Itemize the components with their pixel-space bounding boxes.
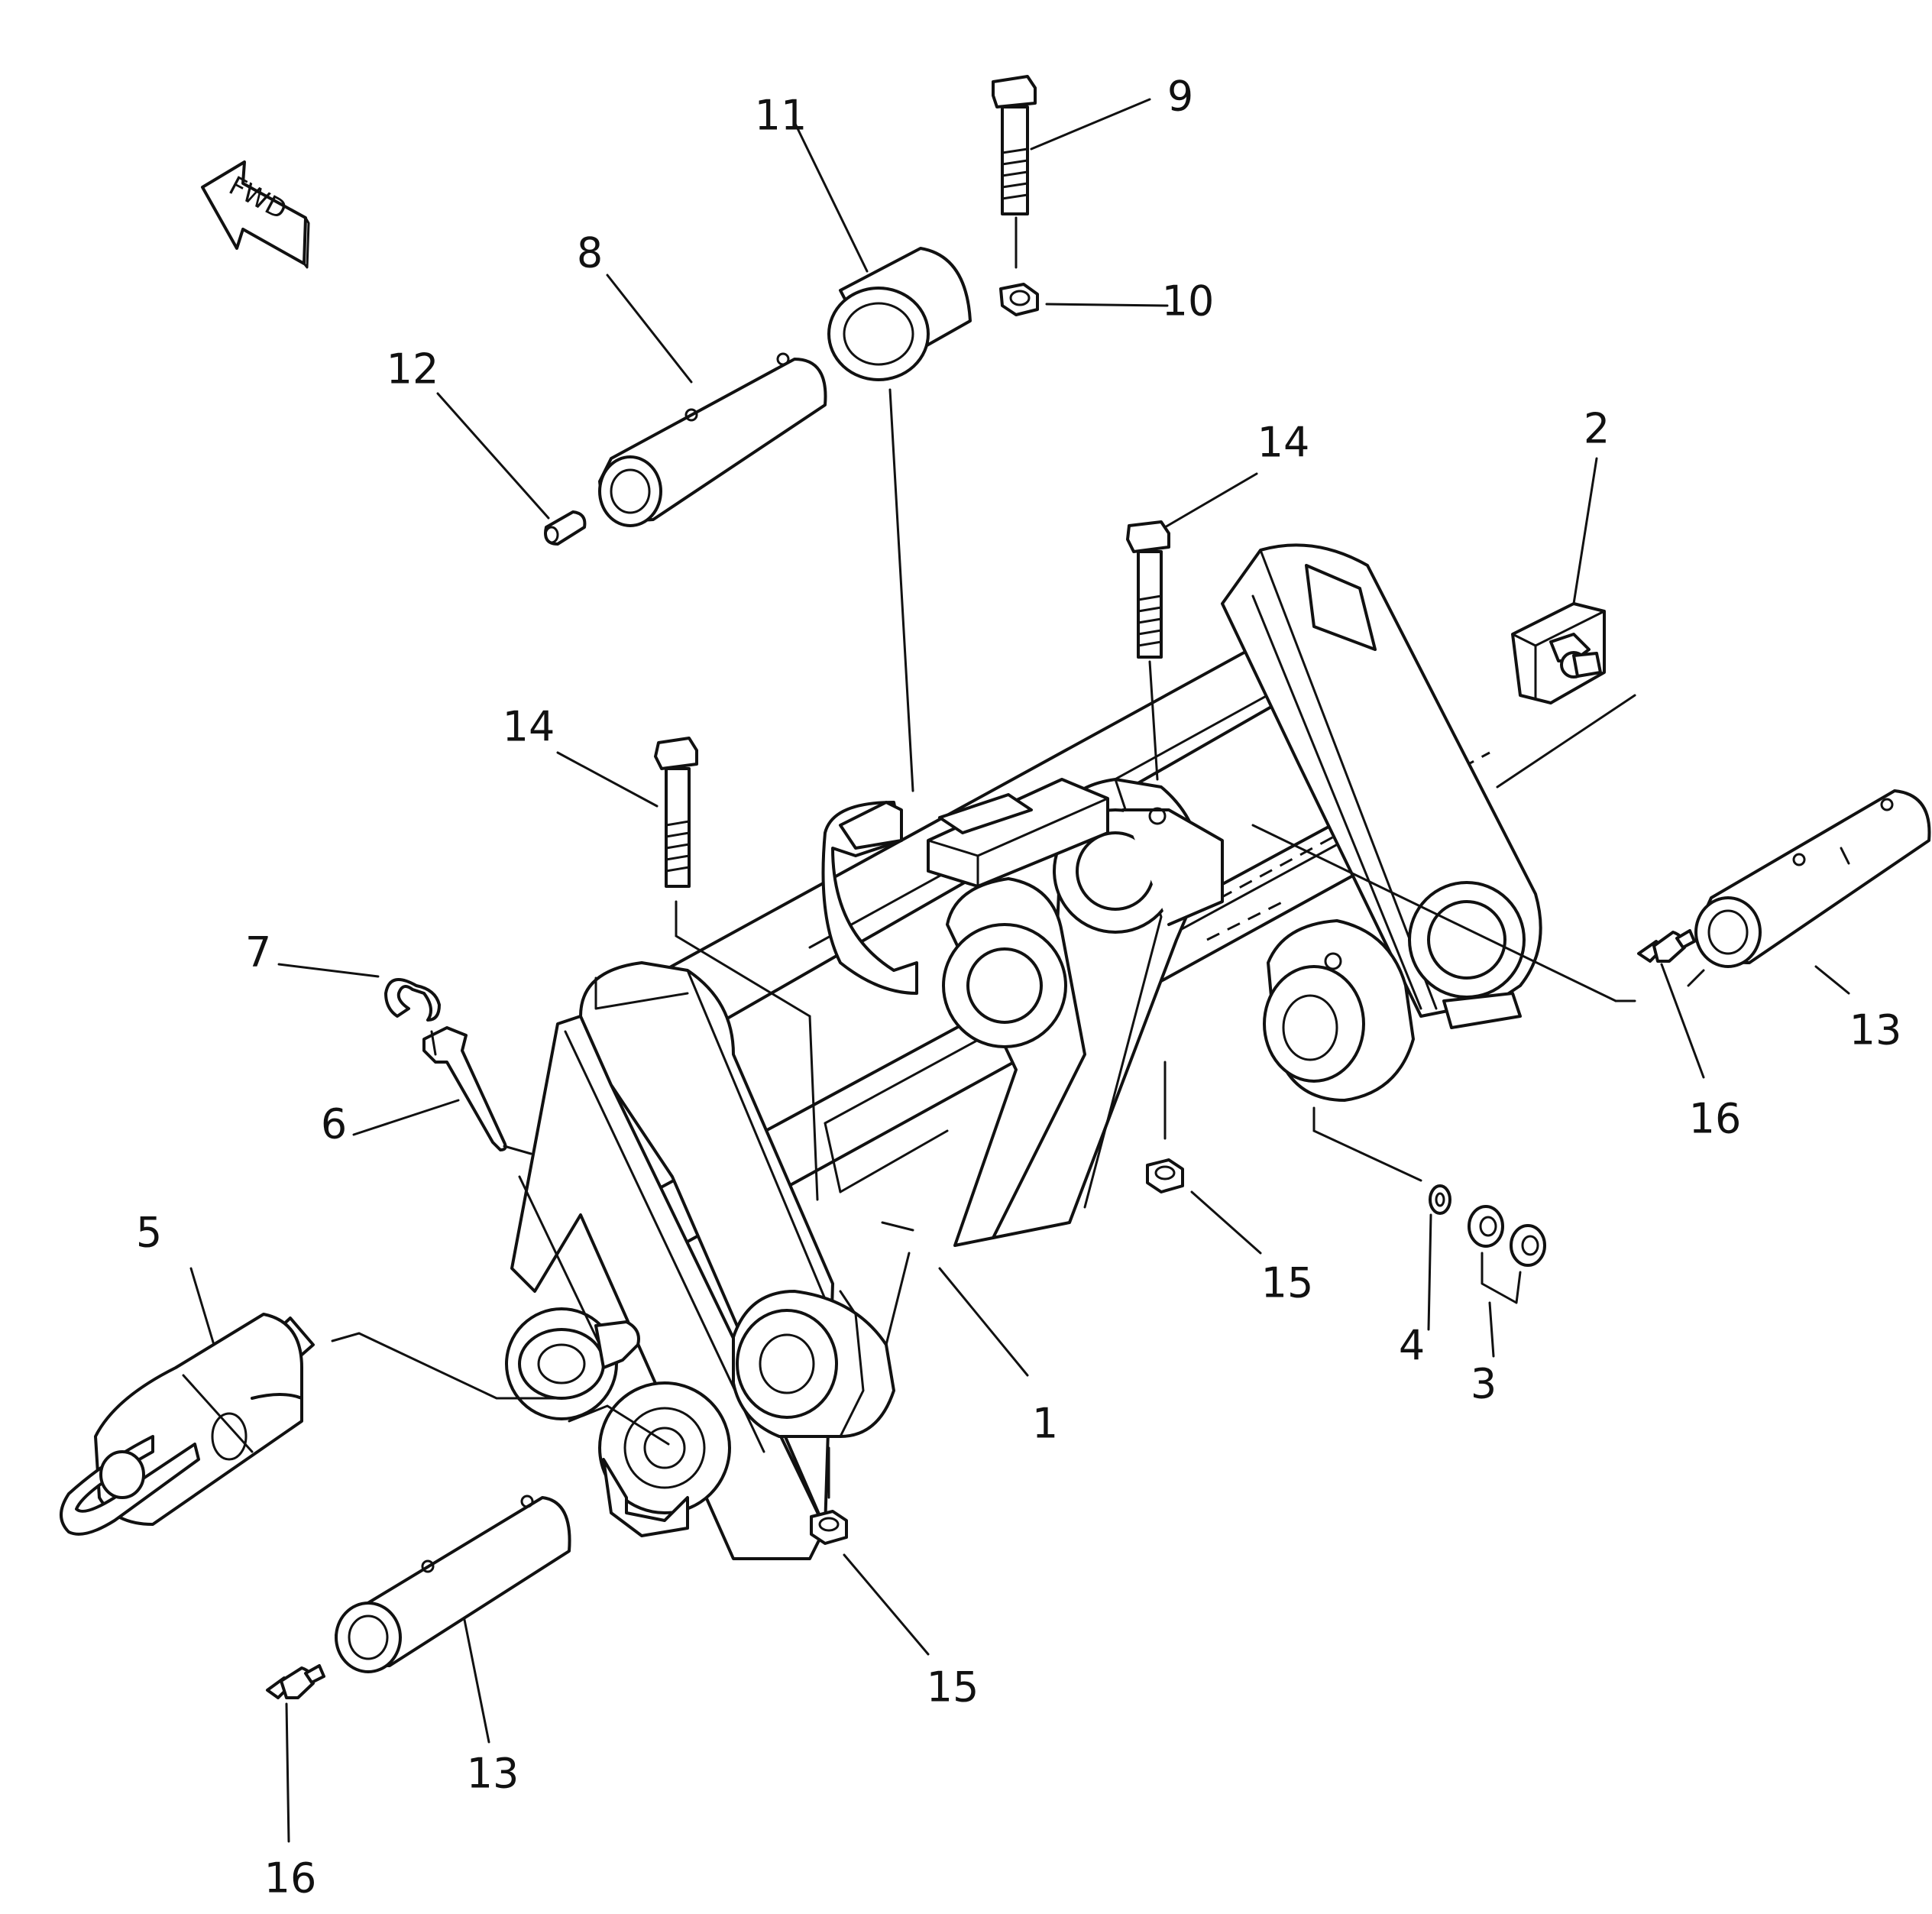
callout-5: 5 <box>136 1209 162 1257</box>
plug-part-12 <box>544 510 587 546</box>
callout-14-lower: 14 <box>503 703 555 751</box>
nut-part-15-upper <box>1146 1158 1184 1193</box>
callout-16-right: 16 <box>1689 1095 1742 1143</box>
callout-15-lower: 15 <box>927 1663 979 1712</box>
nut-part-15-lower <box>810 1510 848 1545</box>
grease-fitting-part-16-left <box>266 1664 325 1699</box>
callout-4: 4 <box>1399 1322 1425 1370</box>
bolt-part-9 <box>992 75 1037 215</box>
washer-part-4 <box>1429 1184 1451 1215</box>
callout-9: 9 <box>1167 73 1193 121</box>
nut-pair-part-3 <box>1468 1205 1546 1304</box>
leader-lines <box>189 98 1850 1843</box>
callout-11: 11 <box>755 92 807 140</box>
callout-12: 12 <box>387 345 439 393</box>
snap-ring-part-7 <box>384 978 441 1022</box>
bolt-part-14-lower <box>654 737 698 888</box>
callout-13-right: 13 <box>1849 1006 1902 1054</box>
lock-pin-part-5 <box>60 1313 315 1536</box>
callout-2: 2 <box>1584 405 1610 453</box>
main-frame-part-1 <box>505 543 1542 1560</box>
callout-8: 8 <box>577 229 603 277</box>
callout-13-left: 13 <box>467 1750 519 1798</box>
pin-part-13-left <box>335 1495 571 1673</box>
pin-part-13-right <box>1694 789 1931 968</box>
callout-6: 6 <box>321 1100 347 1148</box>
bolt-part-14-upper <box>1126 520 1170 659</box>
callout-labels: 1 2 3 4 5 6 7 8 9 10 11 12 13 13 14 14 1… <box>136 73 1902 1903</box>
bushing-part-11 <box>827 247 972 381</box>
nut-part-10 <box>999 283 1039 316</box>
pin-part-6 <box>422 1026 507 1151</box>
callout-16-left: 16 <box>264 1854 317 1903</box>
grease-fitting-part-16-right <box>1637 929 1696 963</box>
fwd-arrow-icon: FWD <box>201 160 310 269</box>
callout-7: 7 <box>245 928 271 976</box>
callout-10: 10 <box>1162 277 1215 325</box>
pin-part-8 <box>598 352 827 527</box>
block-part-2 <box>1511 602 1606 704</box>
callout-1: 1 <box>1032 1400 1058 1448</box>
callout-15-upper: 15 <box>1261 1259 1314 1307</box>
callout-14-upper: 14 <box>1257 419 1310 467</box>
callout-3: 3 <box>1471 1360 1497 1408</box>
